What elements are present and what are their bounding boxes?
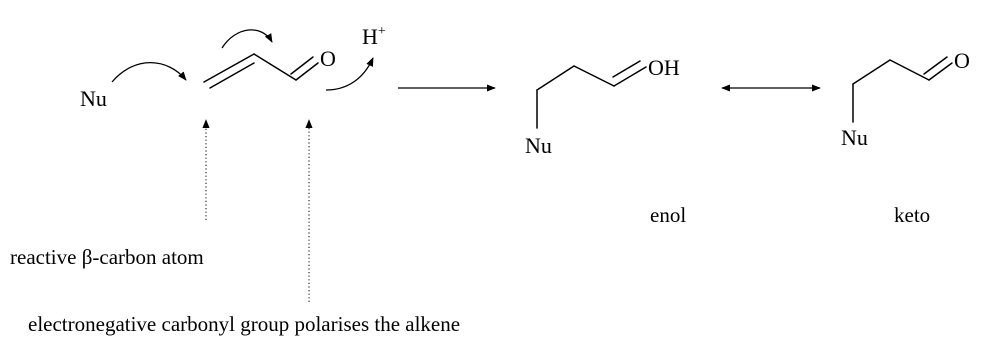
single-bond — [253, 53, 297, 81]
keto-oxygen-label: O — [954, 48, 970, 73]
enol-alkene-bond — [613, 66, 647, 87]
keto-structure: O Nu — [841, 48, 970, 150]
proton-charge: + — [378, 24, 386, 39]
keto-ch2-ch2-bond — [889, 59, 930, 81]
keto-carbonyl-bond — [928, 62, 953, 81]
enol-structure: OH Nu — [525, 55, 680, 158]
pi-bond-shift-arrow — [221, 29, 273, 49]
keto-ch2-bond — [852, 59, 891, 85]
proton-symbol: H — [362, 24, 378, 49]
enol-hydroxyl-label: OH — [648, 55, 680, 80]
proton-label: H+ — [362, 24, 386, 49]
alkene-bond — [203, 53, 255, 83]
enol-nucleophile-label: Nu — [525, 133, 552, 158]
keto-carbonyl-bond-second-line — [923, 56, 948, 75]
reactant: Nu O H+ — [80, 24, 386, 111]
proton-transfer-arrow — [325, 57, 374, 91]
enol-ch2-bond — [536, 65, 575, 91]
reactant-nucleophile-label: Nu — [80, 86, 107, 111]
keto-caption: keto — [894, 203, 930, 227]
keto-nucleophile-label: Nu — [841, 125, 868, 150]
carbonyl-bond-second-line — [290, 56, 314, 75]
carbonyl-bond — [295, 62, 319, 81]
enol-alkene-bond-second-line — [612, 60, 641, 78]
alkene-bond-second-line — [209, 62, 255, 89]
enol-caption: enol — [650, 203, 686, 227]
enone-skeleton — [203, 53, 319, 89]
nucleophile-attack-arrow — [111, 61, 187, 83]
carbonyl-annotation: electronegative carbonyl group polarises… — [28, 312, 460, 336]
beta-carbon-annotation: reactive β-carbon atom — [10, 245, 204, 269]
enol-single-bond — [573, 65, 615, 87]
reactant-oxygen-label: O — [320, 46, 336, 71]
